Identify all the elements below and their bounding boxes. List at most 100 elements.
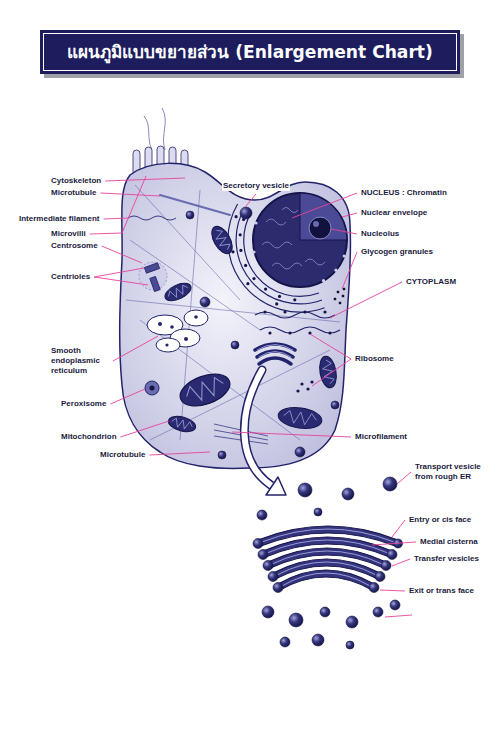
part-label: Transport vesicle from rough ER <box>414 462 496 482</box>
leader-line <box>372 542 416 545</box>
golgi-end-vesicles <box>253 539 403 593</box>
vesicle <box>312 634 324 646</box>
vesicle <box>231 341 239 349</box>
pore <box>322 279 325 282</box>
cristae <box>212 228 231 252</box>
ribosome-dot <box>293 298 296 301</box>
cisterna <box>278 570 374 591</box>
peroxisome-core <box>150 386 155 391</box>
ribosome-dot <box>328 331 331 334</box>
vesicle <box>289 613 303 627</box>
part-label: Secretory vesicle <box>222 181 290 191</box>
vesicle <box>253 539 263 549</box>
arrowhead <box>266 477 286 495</box>
microtubule <box>160 195 230 215</box>
cisterna-highlight <box>282 573 370 586</box>
leader-line <box>310 334 351 359</box>
vesicle <box>383 477 397 491</box>
ribosome-dot <box>239 233 242 236</box>
leader-line <box>103 218 128 219</box>
leader-line <box>342 213 357 217</box>
chromatin-strand <box>305 259 325 265</box>
leader-line <box>312 359 351 386</box>
pore <box>252 250 255 253</box>
part-label: Medial cisterna <box>419 537 479 547</box>
part-label: NUCLEUS : Chromatin <box>360 188 448 198</box>
vesicle <box>258 550 268 560</box>
part-label: Glycogen granules <box>360 247 434 257</box>
part-label: CYTOPLASM <box>405 277 457 287</box>
vesicle <box>390 600 400 610</box>
glycogen-granules <box>333 287 346 305</box>
granule <box>338 301 342 305</box>
vesicle <box>257 510 267 520</box>
chromatin-strand <box>262 242 292 248</box>
leader-line <box>94 277 148 285</box>
leader-line <box>331 229 357 234</box>
vesicle <box>331 401 339 409</box>
part-label: Centrioles <box>50 272 91 282</box>
peroxisome <box>145 381 159 395</box>
pore <box>343 254 346 257</box>
er-tubule <box>184 310 208 326</box>
nucleolus <box>309 217 331 239</box>
leader-line <box>121 421 169 437</box>
part-label: Ribosome <box>354 354 395 364</box>
transport-vesicles <box>257 477 397 520</box>
part-label: Microtubule <box>99 450 146 460</box>
vesicle <box>375 572 385 582</box>
part-label: Cytoskeleton <box>50 176 102 186</box>
leader-line <box>110 389 145 404</box>
ribosome-dot <box>264 288 267 291</box>
er-hole <box>165 343 168 346</box>
part-label: Nuclear envelope <box>360 208 428 218</box>
chromatin-strand <box>282 208 298 213</box>
smooth-er-holes <box>158 315 198 346</box>
mitochondrion <box>162 280 193 305</box>
part-label: Microtubule <box>50 188 97 198</box>
ribosome-dot <box>310 380 313 383</box>
mitochondrion-body <box>277 405 323 431</box>
granule <box>336 290 340 294</box>
ribosome-dot <box>235 215 238 218</box>
leader-line <box>397 472 411 484</box>
leader-line <box>392 559 410 566</box>
vesicle <box>263 561 273 571</box>
leader-line <box>149 452 210 455</box>
granule <box>341 294 345 298</box>
vesicle <box>381 561 391 571</box>
chromatin-strand <box>266 219 286 225</box>
leader-line <box>292 193 357 218</box>
nucleus-body <box>253 193 347 287</box>
mitochondrion <box>277 405 323 431</box>
er-hole <box>194 315 198 319</box>
vesicle <box>346 641 354 649</box>
vesicle <box>298 483 312 497</box>
title-banner: แผนภูมิแบบขยายส่วน (Enlargement Chart) <box>40 30 460 74</box>
vesicle <box>218 451 226 459</box>
vesicle <box>186 211 194 219</box>
ribosome-dot <box>288 331 291 334</box>
centrioles <box>144 263 160 292</box>
part-label: Intermediate filament <box>18 214 100 224</box>
mitochondrion <box>317 355 338 389</box>
pore <box>334 269 337 272</box>
vesicle <box>373 607 383 617</box>
part-label: Microfilament <box>354 432 408 442</box>
vesicle <box>346 616 358 628</box>
trans-vesicles <box>262 600 400 649</box>
ribosome-dot <box>300 382 303 385</box>
vesicle <box>387 550 397 560</box>
er-tubule <box>156 338 180 352</box>
mitochondrion-body <box>176 368 234 412</box>
cilium-line <box>144 116 152 150</box>
ribosome-dot <box>278 295 281 298</box>
ribosome-dot <box>323 310 326 313</box>
leader-line <box>342 252 357 289</box>
cell-vesicles <box>186 207 339 459</box>
vesicle <box>295 447 305 457</box>
vesicle <box>314 508 322 516</box>
er-membrane <box>260 327 340 333</box>
leader-line <box>100 193 160 196</box>
